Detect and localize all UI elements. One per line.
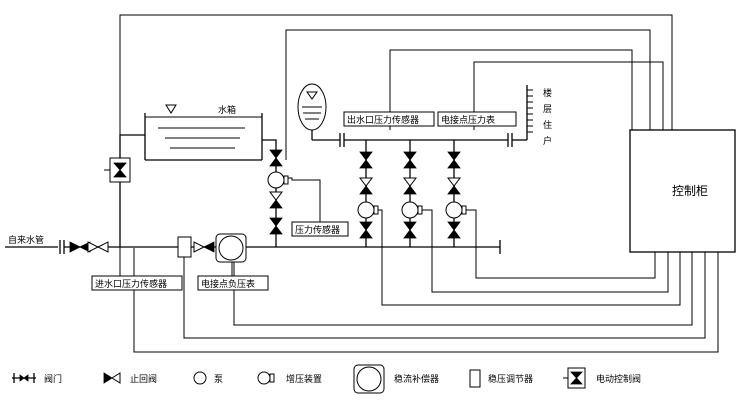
legend-pump-label: 泵: [214, 374, 223, 385]
legend-regulator-icon: [469, 369, 481, 388]
legend-valve-label: 阀门: [44, 373, 62, 385]
pump-branch-3: [445, 140, 467, 247]
building-label-3: 住: [543, 119, 552, 131]
distribution-header: [312, 133, 527, 147]
legend-regulator-label: 稳压调节器: [488, 373, 533, 385]
inlet-sensor-label: 进水口压力传感器: [95, 278, 167, 290]
legend-booster-icon: [257, 371, 275, 385]
pump-branch-2: [401, 140, 423, 247]
pump-branch-1: [357, 140, 379, 247]
contact-gauge-label: 电接点压力表: [441, 114, 495, 126]
building-floors: [526, 85, 533, 140]
pressure-tank: [297, 83, 327, 140]
legend-check-valve-label: 止回阀: [130, 373, 157, 385]
legend-motor-valve-icon: [563, 367, 586, 389]
tank-outlet-pump: [267, 171, 289, 189]
flow-compensator: [215, 233, 247, 263]
control-cabinet: [629, 129, 736, 253]
tank-outlet-check-valve: [269, 191, 283, 209]
inlet-gate-valve: [69, 241, 91, 253]
water-tank-label: 水箱: [218, 104, 236, 116]
legend-motor-valve-label: 电动控制阀: [596, 373, 641, 385]
control-cabinet-label: 控制柜: [672, 184, 708, 198]
legend-check-valve-icon: [103, 372, 121, 384]
building-label-4: 户: [543, 135, 552, 147]
water-tank: [144, 104, 263, 161]
pressure-regulator: [177, 236, 192, 258]
legend-compensator-label: 稳流补偿器: [394, 373, 439, 385]
legend: 阀门 止回阀 泵 增压装置 稳流补偿器 稳压调节器: [12, 364, 641, 394]
legend-valve-icon: [12, 373, 36, 383]
pressure-sensor-label: 压力传感器: [295, 224, 340, 236]
legend-pump-icon: [193, 371, 207, 385]
tank-motor-valve: [104, 157, 131, 183]
legend-compensator-icon: [353, 364, 385, 394]
inlet-check-valve: [87, 241, 109, 253]
tank-outflow-pipe: [262, 139, 277, 247]
building-label-1: 楼: [543, 87, 552, 99]
tank-outlet-valve-upper: [269, 149, 283, 167]
building-label-2: 层: [543, 104, 552, 115]
tap-water-label: 自来水管: [8, 234, 44, 246]
main-check-valve: [193, 241, 215, 253]
tank-outlet-valve-lower: [269, 217, 283, 235]
legend-booster-label: 增压装置: [286, 373, 322, 385]
negative-gauge-label: 电接点负压表: [201, 278, 255, 290]
outlet-sensor-label: 出水口压力传感器: [347, 114, 419, 126]
control-wiring: [119, 14, 719, 353]
